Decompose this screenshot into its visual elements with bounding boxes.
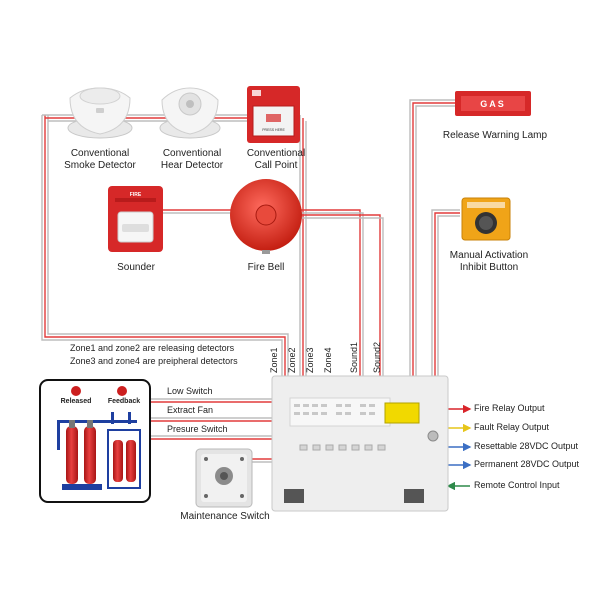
- sounder-label: Sounder: [117, 262, 155, 273]
- panel-cable-entry: [404, 489, 424, 503]
- bell-wire: [300, 217, 384, 376]
- output-fault-relay: Fault Relay Output: [474, 422, 550, 432]
- fire-bell-label: Fire Bell: [247, 262, 285, 273]
- feedback-label: Feedback: [107, 398, 141, 405]
- extract-fan-label: Extract Fan: [167, 405, 214, 415]
- input-sound2: Sound2: [372, 341, 382, 373]
- input-zone2: Zone2: [287, 347, 297, 373]
- low-switch-label: Low Switch: [167, 386, 213, 396]
- inhibit-wire: [437, 215, 460, 376]
- feedback-indicator: [117, 386, 127, 396]
- call-point-label: Conventional Call Point: [246, 148, 306, 171]
- control-panel: [271, 375, 449, 512]
- inhibit-button-device: [461, 197, 511, 241]
- panel-keyswitch[interactable]: [427, 430, 439, 442]
- bell-wire: [300, 214, 381, 376]
- input-zone1: Zone1: [269, 347, 279, 373]
- call-point-face-text: PRESS HERE: [262, 128, 285, 132]
- input-sound1: Sound1: [349, 341, 359, 373]
- panel-led-grid: [294, 404, 375, 415]
- inhibit-wire: [434, 212, 460, 376]
- lamp-wire: [412, 102, 455, 376]
- inhibit-button-label: Manual Activation Inhibit Button: [449, 250, 529, 273]
- detector-loop-wire: [47, 115, 289, 376]
- call-point-device: PRESS HERE: [247, 86, 300, 143]
- input-remote-control: Remote Control Input: [474, 480, 560, 490]
- sounder-wire: [163, 212, 364, 376]
- output-fire-relay: Fire Relay Output: [474, 403, 545, 413]
- lamp-wire: [409, 99, 455, 376]
- gas-cylinder: [113, 440, 123, 482]
- sounder-device: FIRE: [108, 186, 163, 252]
- panel-buttons[interactable]: [299, 444, 386, 451]
- gas-cylinder: [84, 426, 96, 484]
- inhibit-wire: [431, 209, 460, 376]
- output-permanent: Permanent 28VDC Output: [474, 459, 580, 469]
- smoke-detector-label: Conventional Smoke Detector: [64, 148, 136, 171]
- lamp-face-text: GAS: [480, 99, 506, 109]
- cylinder-panel: [39, 379, 151, 503]
- panel-key-label: [384, 402, 420, 424]
- panel-cable-entry: [284, 489, 304, 503]
- note-releasing: Zone1 and zone2 are releasing detectors: [70, 343, 235, 353]
- pressure-switch-label: Presure Switch: [167, 424, 228, 434]
- sounder-face-text: FIRE: [130, 192, 142, 198]
- gas-cylinder: [66, 426, 78, 484]
- note-peripheral: Zone3 and zone4 are preipheral detectors: [70, 356, 238, 366]
- heat-detector-label: Conventional Hear Detector: [160, 148, 224, 171]
- sounder-wire: [163, 209, 361, 376]
- warning-lamp-device: GAS: [455, 91, 531, 116]
- output-arrows: [446, 404, 472, 491]
- heat-detector-device: [159, 87, 221, 139]
- input-zone4: Zone4: [323, 347, 333, 373]
- gas-cylinder: [126, 440, 136, 482]
- warning-lamp-label: Release Warning Lamp: [442, 130, 548, 141]
- detector-loop-wire: [41, 115, 283, 376]
- maintenance-switch-label: Maintenance Switch: [180, 511, 270, 522]
- released-label: Released: [60, 398, 92, 405]
- detector-loop-wire: [44, 115, 286, 376]
- output-resettable: Resettable 28VDC Output: [474, 441, 579, 451]
- input-zone3: Zone3: [305, 347, 315, 373]
- fire-bell-device: [230, 179, 302, 254]
- smoke-detector-device: [67, 87, 133, 139]
- maintenance-switch-device: [195, 448, 253, 508]
- lamp-wire: [415, 105, 455, 376]
- released-indicator: [71, 386, 81, 396]
